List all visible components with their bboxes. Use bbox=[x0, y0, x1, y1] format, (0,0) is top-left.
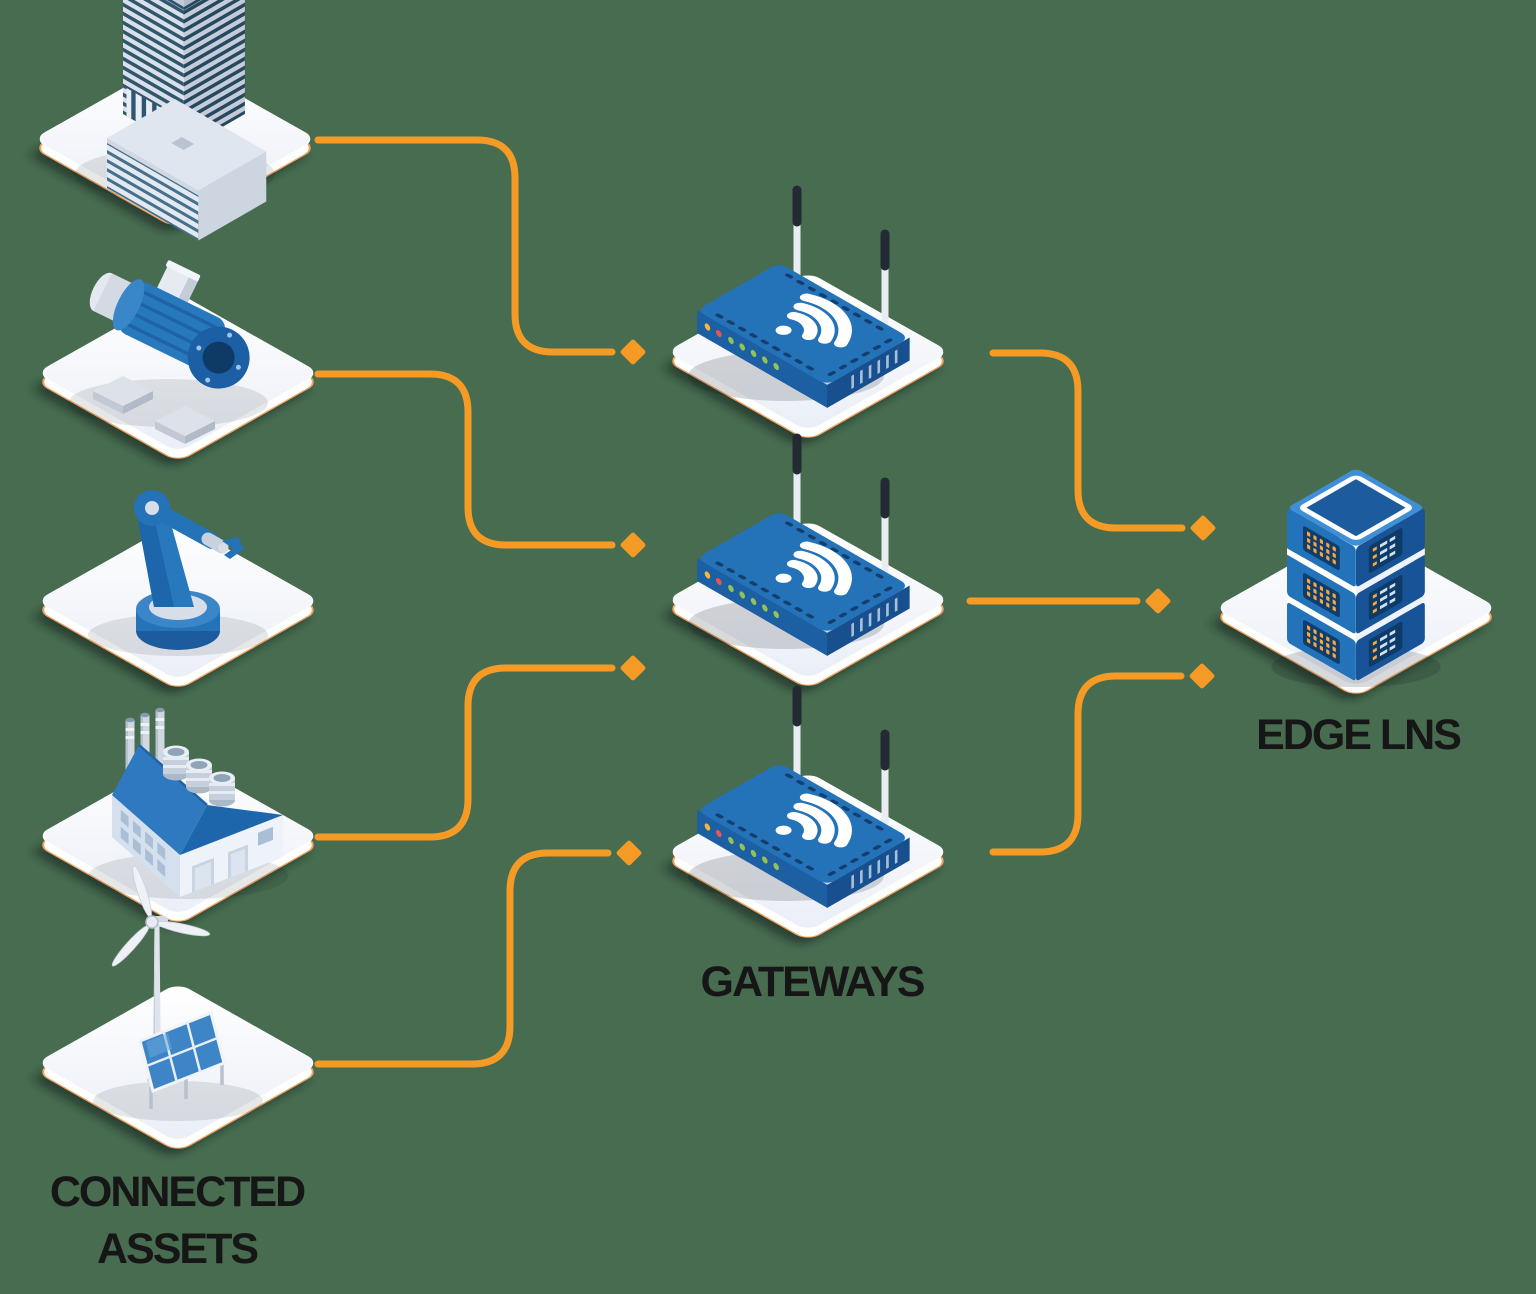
connected-assets-label-line1: CONNECTED bbox=[49, 1168, 306, 1216]
asset-tile-renewables bbox=[30, 865, 320, 1158]
asset-tile-factory bbox=[30, 707, 320, 932]
arrowhead-diamond bbox=[1145, 588, 1171, 614]
connector-pump-gateway2 bbox=[314, 370, 616, 549]
gateways-label: GATEWAYS bbox=[700, 958, 926, 1006]
edge-lns-label: EDGE LNS bbox=[1256, 711, 1462, 759]
arrowhead-diamond bbox=[1190, 515, 1216, 541]
asset-tile-pump bbox=[30, 260, 320, 469]
wind-solar-icon bbox=[93, 865, 263, 1121]
connector-renewables-gateway3 bbox=[314, 849, 612, 1068]
pump-icon bbox=[68, 260, 268, 444]
edge-lns bbox=[1208, 469, 1498, 704]
arrowhead-diamond bbox=[1189, 663, 1215, 689]
connected-assets-label-line2: ASSETS bbox=[96, 1224, 259, 1273]
connectors bbox=[314, 136, 1216, 1068]
gateway-3 bbox=[660, 690, 950, 948]
connected-assets-label: CONNECTED ASSETS bbox=[9, 1164, 345, 1278]
connector-gateway1-lns bbox=[989, 349, 1186, 532]
asset-tile-robot-arm bbox=[30, 490, 320, 697]
asset-tile-buildings bbox=[27, 0, 317, 241]
gateway-2 bbox=[660, 438, 950, 696]
router-icon bbox=[688, 690, 910, 908]
connector-factory-gateway2 bbox=[314, 664, 616, 841]
arrowhead-diamond bbox=[620, 655, 646, 681]
connector-gateway3-lns bbox=[989, 672, 1185, 856]
gateway-1 bbox=[660, 190, 950, 448]
router-icon bbox=[688, 190, 910, 408]
robot-arm-icon bbox=[88, 490, 268, 656]
connector-buildings-gateway1 bbox=[314, 136, 616, 356]
router-icon bbox=[688, 438, 910, 656]
arrowhead-diamond bbox=[620, 532, 646, 558]
arrowhead-diamond bbox=[620, 339, 646, 365]
arrowhead-diamond bbox=[616, 840, 642, 866]
buildings-icon bbox=[75, 0, 275, 241]
solar-panel-icon bbox=[138, 1010, 226, 1109]
server-stack-icon bbox=[1271, 469, 1441, 688]
